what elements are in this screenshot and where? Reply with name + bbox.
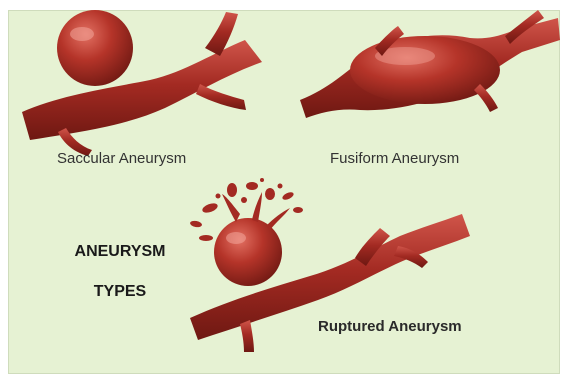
saccular-aneurysm-drawing: [22, 10, 262, 156]
saccular-caption: Saccular Aneurysm: [57, 150, 186, 167]
title-line-1: ANEURYSM: [50, 242, 190, 262]
aneurysm-sac: [350, 36, 500, 104]
ruptured-caption: Ruptured Aneurysm: [318, 318, 462, 335]
aneurysm-sac: [214, 218, 282, 286]
aneurysm-sac: [57, 10, 133, 86]
title-line-2: TYPES: [50, 282, 190, 302]
diagram-title: ANEURYSM TYPES: [50, 222, 190, 322]
vessel-branch: [196, 84, 246, 110]
vessel-branch: [240, 320, 254, 352]
fusiform-caption: Fusiform Aneurysm: [330, 150, 459, 167]
fusiform-aneurysm-drawing: [300, 10, 560, 118]
